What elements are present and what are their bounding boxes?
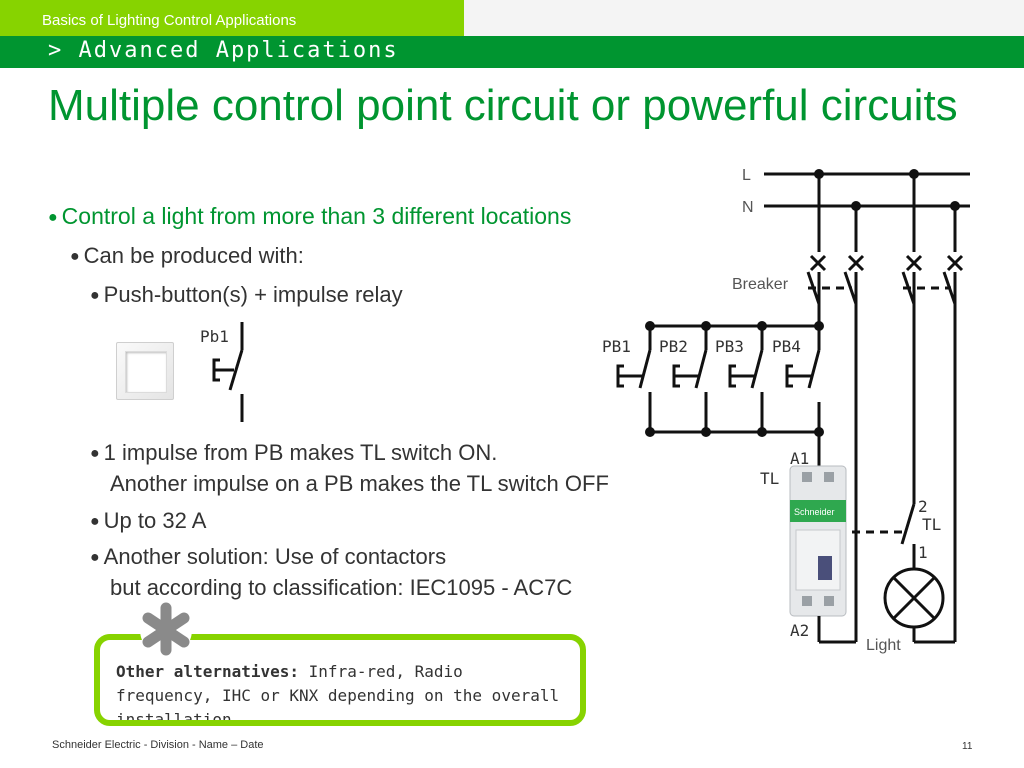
bullet-contactors: ●Another solution: Use of contactors but… bbox=[90, 542, 572, 603]
presentation-title: Basics of Lighting Control Applications bbox=[42, 12, 297, 29]
section-header-bar bbox=[0, 36, 1024, 68]
bullet-dot: ● bbox=[90, 445, 100, 462]
label-pb3: PB3 bbox=[715, 337, 744, 356]
label-pb1: PB1 bbox=[602, 337, 631, 356]
impulse-relay-image: Schneider bbox=[789, 465, 847, 617]
bullet-contactors-line1: Another solution: Use of contactors bbox=[103, 544, 447, 569]
bullet-contactors-line2: but according to classification: IEC1095… bbox=[110, 575, 573, 600]
label-pb4: PB4 bbox=[772, 337, 801, 356]
section-title: > Advanced Applications bbox=[48, 38, 399, 63]
bullet-level1-text: Control a light from more than 3 differe… bbox=[61, 203, 572, 229]
relay-brand: Schneider bbox=[794, 507, 835, 517]
bullet-dot: ● bbox=[70, 248, 80, 265]
bullet-level1: ●Control a light from more than 3 differ… bbox=[48, 203, 571, 230]
callout-bold: Other alternatives: bbox=[116, 662, 300, 681]
label-a1: A1 bbox=[790, 449, 809, 468]
bullet-dot: ● bbox=[90, 549, 100, 566]
label-n: N bbox=[742, 199, 754, 216]
label-pb2: PB2 bbox=[659, 337, 688, 356]
bullet-impulse-line1: 1 impulse from PB makes TL switch ON. bbox=[103, 440, 498, 465]
label-contact-1: 1 bbox=[918, 543, 928, 562]
bullet-dot: ● bbox=[90, 287, 100, 304]
wiring-diagram: Schneider L N Breaker PB1 PB2 PB3 PB4 A1… bbox=[602, 167, 970, 654]
bullet-rating: ●Up to 32 A bbox=[90, 506, 206, 537]
wall-switch-image bbox=[116, 342, 174, 400]
pb-symbol-label: Pb1 bbox=[200, 327, 229, 346]
bullet-impulse: ●1 impulse from PB makes TL switch ON. A… bbox=[90, 438, 609, 499]
wall-switch-rocker bbox=[125, 351, 167, 393]
top-header-filler bbox=[464, 0, 1024, 36]
label-contact-tl: TL bbox=[922, 515, 941, 534]
lamp-symbol bbox=[883, 567, 955, 644]
label-breaker: Breaker bbox=[732, 276, 789, 293]
bullet-pushbutton: ●Push-button(s) + impulse relay bbox=[90, 280, 403, 311]
asterisk-icon bbox=[140, 602, 192, 656]
footer-text: Schneider Electric - Division - Name – D… bbox=[52, 739, 264, 751]
bullet-dot: ● bbox=[90, 513, 100, 530]
label-l: L bbox=[742, 167, 751, 184]
bullet-level2-text: Can be produced with: bbox=[83, 243, 304, 268]
label-light: Light bbox=[866, 637, 901, 654]
pushbutton-symbol: Pb1 bbox=[200, 322, 244, 422]
bullet-impulse-line2: Another impulse on a PB makes the TL swi… bbox=[110, 471, 609, 496]
top-header-bar bbox=[0, 0, 464, 36]
callout-body: Infra-red, Radio frequency, IHC or KNX d… bbox=[116, 662, 560, 726]
callout-text: Other alternatives: Infra-red, Radio fre… bbox=[116, 660, 566, 726]
label-tl-relay: TL bbox=[760, 469, 779, 488]
page-number: 11 bbox=[962, 741, 973, 752]
bullet-dot: ● bbox=[48, 209, 58, 226]
label-a2: A2 bbox=[790, 621, 809, 640]
bullet-rating-text: Up to 32 A bbox=[103, 508, 207, 533]
label-contact-2: 2 bbox=[918, 497, 928, 516]
slide-title: Multiple control point circuit or powerf… bbox=[48, 81, 958, 130]
bullet-pushbutton-text: Push-button(s) + impulse relay bbox=[103, 282, 403, 307]
bullet-level2: ●Can be produced with: bbox=[70, 243, 304, 269]
